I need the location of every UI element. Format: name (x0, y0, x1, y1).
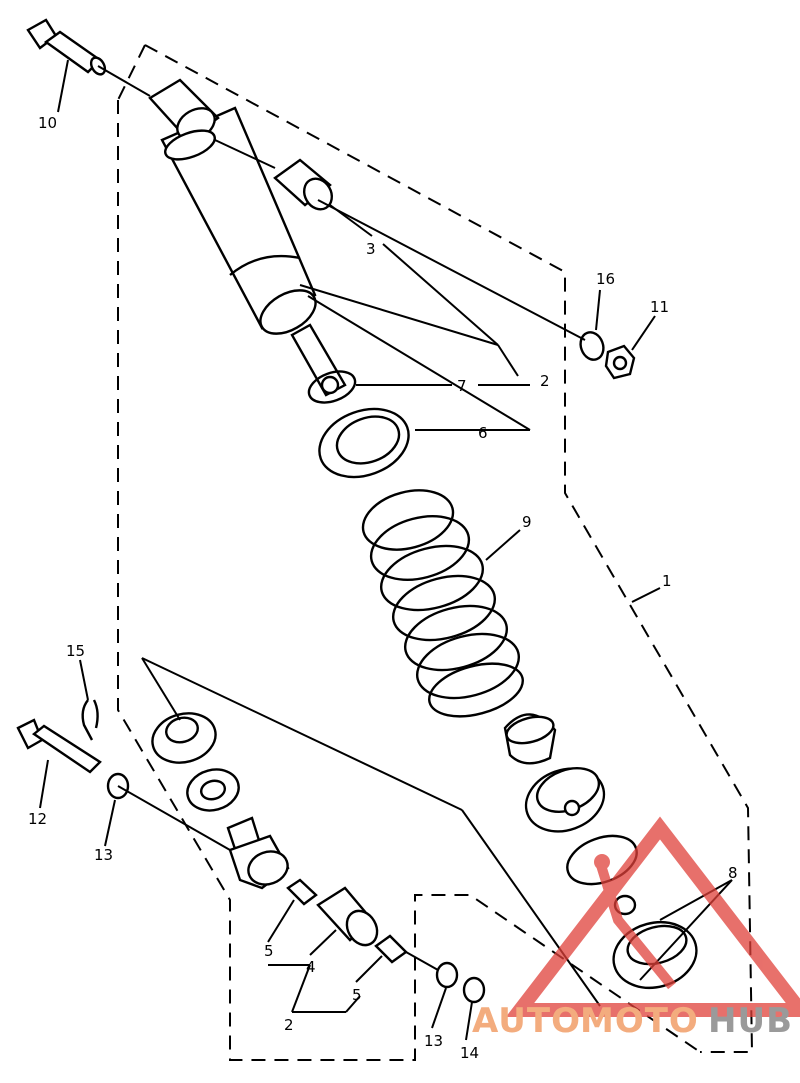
washer-part-16 (579, 331, 605, 361)
cotter-pin-part-15 (81, 699, 99, 741)
callout-13-left: 13 (94, 846, 113, 864)
watermark-word-moto: MOTO (580, 1001, 699, 1041)
callout-12: 12 (28, 810, 47, 828)
callout-4: 4 (306, 958, 316, 976)
rubber-bush-ring (186, 768, 240, 812)
watermark-word-auto: AUTO (472, 1001, 581, 1041)
callout-16: 16 (596, 270, 615, 288)
lower-eye (226, 816, 290, 890)
callout-9: 9 (522, 513, 532, 531)
callout-8: 8 (728, 864, 738, 882)
lower-cup (524, 767, 606, 833)
assembly-outline (117, 44, 754, 1061)
callout-11: 11 (650, 298, 669, 316)
watermark-text: AUTO MOTO HUB (472, 1001, 793, 1041)
bump-rubber (503, 713, 557, 765)
spring-seat-part-6 (318, 407, 410, 479)
callout-6: 6 (478, 424, 488, 442)
nut-part-11 (604, 344, 636, 380)
callout-5-right: 5 (352, 986, 362, 1004)
callout-15: 15 (66, 642, 85, 660)
callout-5-left: 5 (264, 942, 274, 960)
callout-14: 14 (460, 1044, 479, 1062)
adjuster-part-8 (612, 894, 698, 989)
washer-part-13-right (435, 961, 459, 989)
circlip-part-7 (307, 370, 357, 404)
bush-part-4 (316, 886, 379, 947)
washer-part-14 (462, 976, 486, 1004)
callout-2-upper: 2 (540, 372, 550, 390)
rubber-bush-top (151, 712, 217, 764)
callout-13-right: 13 (424, 1032, 443, 1050)
bolt-part-12 (16, 718, 102, 774)
spring-part-9 (361, 489, 524, 718)
callout-3: 3 (366, 240, 376, 258)
callout-7: 7 (457, 377, 467, 395)
collar-part-5-left (286, 878, 318, 906)
callout-10: 10 (38, 114, 57, 132)
watermark-logo (505, 816, 800, 1017)
shock-absorber-body (148, 78, 347, 397)
callout-1: 1 (662, 572, 672, 590)
callout-2-lower: 2 (284, 1016, 294, 1034)
collar-part-3 (273, 158, 334, 211)
bolt-part-10 (26, 18, 107, 76)
leader-lines (39, 59, 733, 1041)
watermark-word-hub: HUB (708, 1001, 793, 1041)
